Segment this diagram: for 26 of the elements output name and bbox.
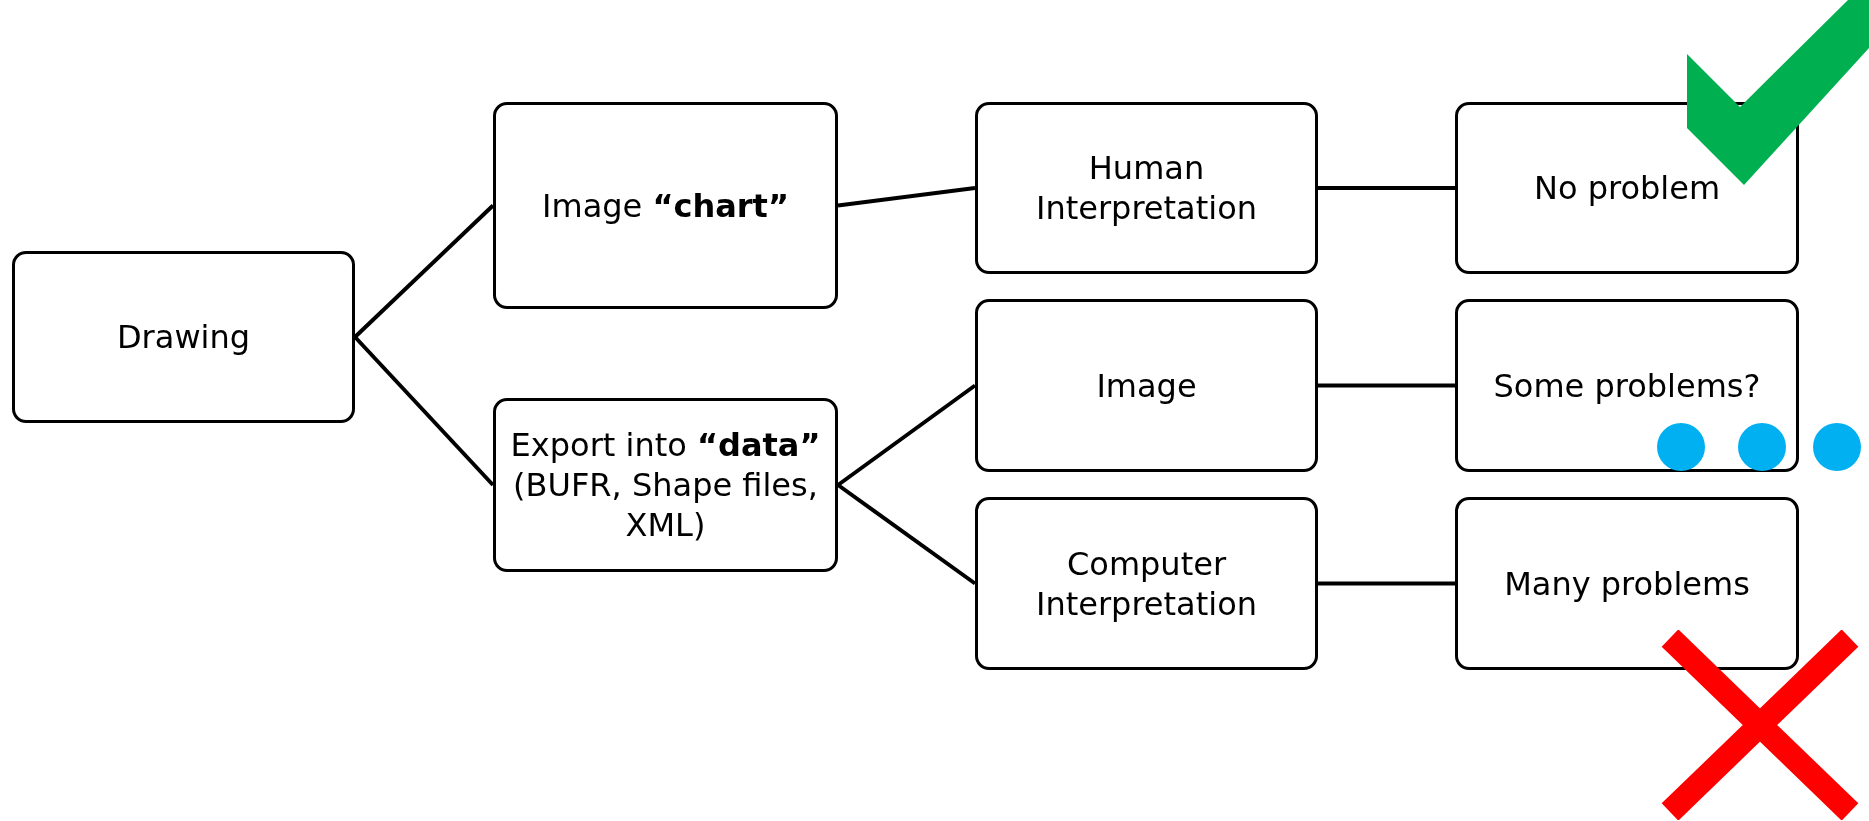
- box-label: Some problems?: [1492, 365, 1762, 406]
- process-box: [975, 497, 1318, 670]
- process-box: [1455, 102, 1799, 274]
- box-label: No problem: [1532, 168, 1722, 208]
- box-label: Image “chart”: [541, 185, 790, 226]
- process-box: [12, 251, 355, 423]
- box-label: Drawing: [115, 317, 252, 357]
- process-box: [1455, 497, 1799, 670]
- connector-line: [353, 335, 495, 487]
- connector-line: [1318, 581, 1455, 586]
- box-label: Human Interpretation: [1035, 148, 1258, 228]
- connector-line: [836, 383, 977, 487]
- box-label: Computer Interpretation: [1035, 543, 1258, 624]
- connector-line: [837, 186, 976, 208]
- process-box: [1455, 299, 1799, 472]
- process-box: [975, 102, 1318, 274]
- connector-line: [1318, 383, 1455, 388]
- box-label: Export into “data” (BUFR, Shape files, XML): [509, 425, 822, 545]
- process-box: [493, 398, 838, 572]
- connector-line: [1318, 186, 1455, 190]
- connector-line: [353, 204, 495, 339]
- process-box: [493, 102, 838, 309]
- connector-line: [836, 483, 977, 586]
- process-box: [975, 299, 1318, 472]
- box-label: Many problems: [1503, 563, 1751, 604]
- box-label: Image: [1095, 365, 1198, 406]
